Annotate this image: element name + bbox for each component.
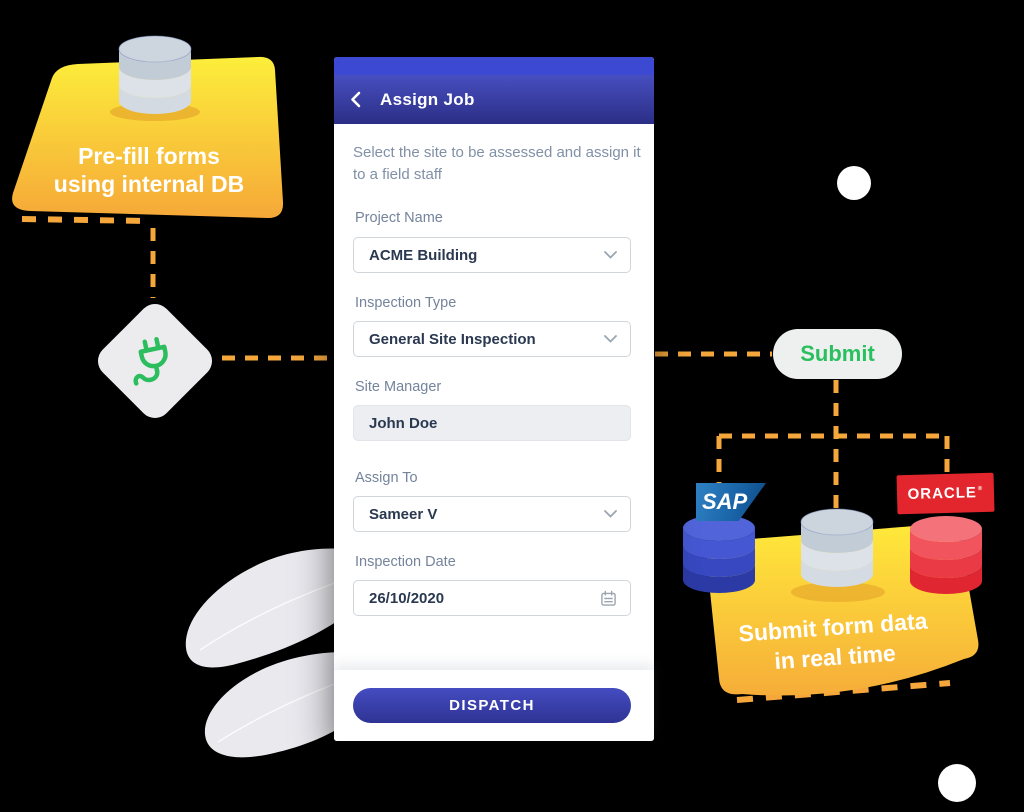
screen-description: Select the site to be assessed and assig… <box>353 144 641 183</box>
dispatch-button[interactable]: DISPATCH <box>353 688 631 723</box>
oracle-logo: ORACLE® <box>896 472 995 515</box>
edge-dashes <box>21 216 951 703</box>
inspection-type-label: Inspection Type <box>355 295 457 311</box>
calendar-icon <box>601 590 616 606</box>
plug-icon <box>133 336 168 386</box>
decorative-dot <box>938 764 976 802</box>
chevron-down-icon <box>604 251 617 259</box>
project-name-value: ACME Building <box>369 246 478 264</box>
internal-db-icon <box>118 35 192 114</box>
oracle-logo-text: ORACLE <box>907 484 978 503</box>
mobile-app-mockup: Assign Job Select the site to be assesse… <box>334 57 654 741</box>
assign-to-value: Sameer V <box>369 505 438 523</box>
realtime-db-icon <box>800 508 874 587</box>
chevron-down-icon <box>604 510 617 518</box>
page-title: Assign Job <box>380 89 475 109</box>
inspection-type-select[interactable]: General Site Inspection <box>353 321 631 357</box>
registered-mark: ® <box>977 485 984 492</box>
assign-to-label: Assign To <box>355 470 418 486</box>
oracle-db-icon <box>910 516 982 594</box>
inspection-type-value: General Site Inspection <box>369 330 536 348</box>
site-manager-label: Site Manager <box>355 379 442 395</box>
sap-db-icon <box>683 515 755 593</box>
left-callout-line2: using internal DB <box>53 171 245 197</box>
left-callout-shape <box>12 56 284 218</box>
project-name-label: Project Name <box>355 210 443 226</box>
site-manager-field: John Doe <box>353 405 631 441</box>
chevron-left-icon <box>351 91 361 108</box>
submit-button[interactable]: Submit <box>773 329 902 379</box>
left-callout-line1: Pre-fill forms <box>78 143 220 169</box>
left-callout-text: Pre-fill forms using internal DB <box>33 142 265 198</box>
inspection-date-value: 26/10/2020 <box>369 589 445 607</box>
db-shadow <box>791 582 885 602</box>
footer-bar: DISPATCH <box>334 670 654 741</box>
decorative-dot <box>837 166 871 200</box>
assign-to-select[interactable]: Sameer V <box>353 496 631 532</box>
status-bar <box>334 57 654 75</box>
app-header: Assign Job <box>334 75 654 124</box>
site-manager-value: John Doe <box>369 414 438 432</box>
inspection-date-label: Inspection Date <box>355 554 456 570</box>
chevron-down-icon <box>604 335 617 343</box>
integration-node <box>91 297 219 425</box>
project-name-select[interactable]: ACME Building <box>353 237 631 273</box>
back-button[interactable] <box>350 90 370 110</box>
inspection-date-input[interactable]: 26/10/2020 <box>353 580 631 616</box>
